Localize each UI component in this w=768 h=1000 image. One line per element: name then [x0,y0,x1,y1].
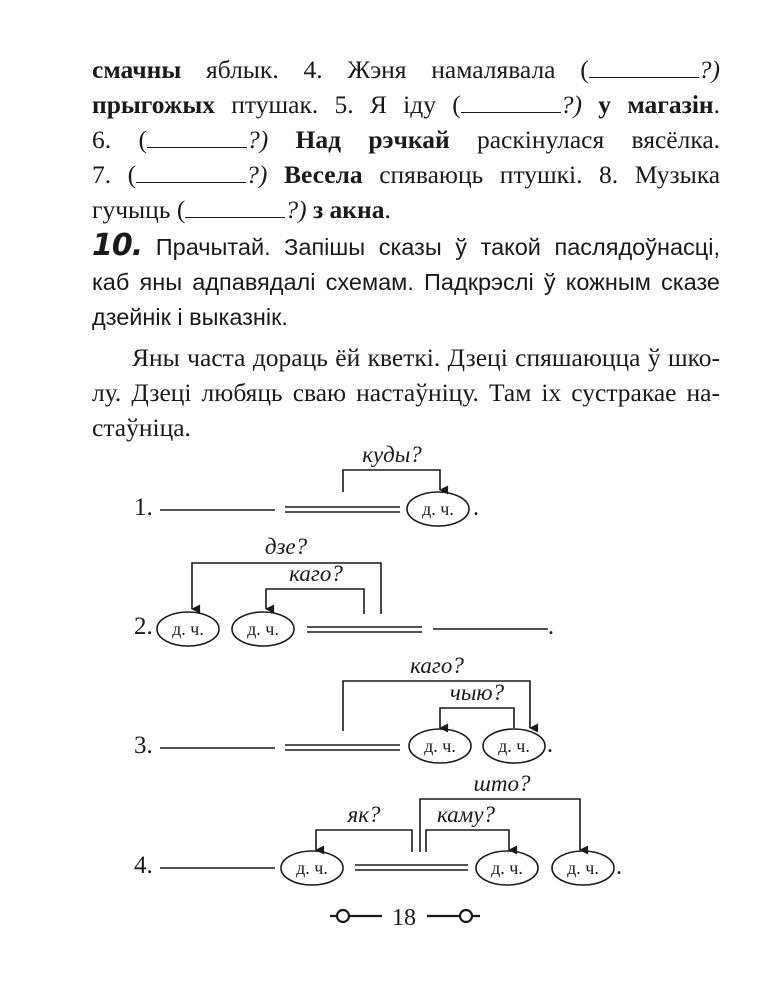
punctuation: . [547,732,553,758]
answer-blank[interactable] [146,127,247,148]
page-number: 18 [392,905,416,931]
question-label: чыю? [450,680,505,705]
answer-blank[interactable] [136,162,247,183]
question-arrow [439,707,515,733]
instruction-text: дзейнік і выказнік. [92,304,288,330]
text-line: прыгожых птушак. 5. Я іду (?) у магазін. [92,87,720,122]
answer-blank[interactable] [460,92,561,113]
reading-text: Яны часта дораць ёй кветкі. Дзеці спяшаю… [92,340,720,445]
text-fragment: яблык. 4. Жэня намалявала ( [206,55,589,84]
text-line: Яны часта дораць ёй кветкі. Дзеці спяшаю… [132,343,720,372]
object-oval [482,728,546,764]
text-line: 7. (?) Весела спяваюць птушкі. 8. Музыка [92,157,720,192]
scheme-number: 4. [134,852,153,879]
scheme-4 [160,798,615,886]
exercise-9-continuation: смачны яблык. 4. Жэня намалявала (?) пры… [92,52,720,227]
object-oval [475,850,539,886]
answer-blank[interactable] [185,197,286,218]
oval-label: д. ч. [296,858,328,878]
instruction-text: Прачытай. Запішы сказы ў такой паслядоўн… [155,234,721,260]
question-mark: ?) [698,55,720,84]
oval-label: д. ч. [567,858,599,878]
question-arrow [265,588,365,614]
oval-label: д. ч. [424,736,456,756]
question-arrow [342,680,539,733]
text-line: 10. Прачытай. Запішы сказы ў такой пасля… [92,228,720,265]
text-line: гучыць (?) з акна. [92,192,720,227]
task-10-instruction: 10. Прачытай. Запішы сказы ў такой пасля… [92,228,720,335]
text-fragment: 7. ( [92,160,137,189]
scheme-2 [156,562,548,647]
oval-label: д. ч. [498,736,530,756]
question-mark: ?) [285,195,307,224]
question-arrow [315,829,413,855]
scheme-number: 3. [134,732,153,759]
question-arrow [342,469,449,495]
adverbial-oval [406,491,470,527]
question-label: куды? [362,442,422,467]
question-label: дзе? [265,534,308,559]
text-line: стаўніца. [92,413,191,442]
bold-word: Над рэчкай [295,125,450,154]
footer-circle-left [335,908,351,924]
task-number: 10. [92,228,143,263]
bold-word: Весела [283,160,363,189]
answer-blank[interactable] [588,57,699,78]
adverbial-oval [280,850,344,886]
text-fragment: раскінулася вясёлка. [476,125,721,154]
object-oval [231,611,295,647]
question-label: каго? [289,561,343,586]
question-label: як? [347,802,381,827]
instruction-text: каб яны адпавядалі схемам. Падкрэслі ў к… [92,269,720,295]
scheme-number: 1. [134,494,153,521]
text-fragment: спяваюць птушкі. 8. Музыка [379,160,721,189]
oval-label: д. ч. [172,619,204,639]
scheme-1 [160,469,470,527]
page-number-decoration: 18 [330,905,480,931]
scheme-number: 2. [134,613,153,640]
text-fragment: гучыць ( [92,195,186,224]
bold-word: прыгожых [92,90,215,119]
oval-label: д. ч. [491,858,523,878]
punctuation: . [616,854,622,880]
text-line: лу. Дзеці любяць сваю настаўніцу. Там іх… [92,378,720,407]
text-line: 6. (?) Над рэчкай раскінулася вясёлка. [92,122,720,157]
punctuation: . [384,195,391,224]
question-arrow [191,562,382,614]
question-label: каму? [437,802,496,827]
question-arrow [425,829,518,855]
text-line: смачны яблык. 4. Жэня намалявала (?) [92,52,720,87]
question-label: каго? [410,653,464,678]
punctuation: . [713,90,721,119]
adverbial-oval [156,611,220,647]
oval-label: д. ч. [247,619,279,639]
text-fragment: птушак. 5. Я іду ( [231,90,461,119]
text-fragment: 6. ( [92,125,147,154]
scheme-3 [160,680,546,764]
bold-word: смачны [92,55,182,84]
question-mark: ?) [246,160,268,189]
question-mark: ?) [560,90,583,119]
question-label: што? [474,771,531,796]
footer-circle-right [458,908,474,924]
question-mark: ?) [246,125,269,154]
oval-label: д. ч. [422,499,454,519]
bold-word: з акна [312,195,385,224]
bold-word: у магазін [598,90,714,119]
punctuation: . [473,495,479,521]
punctuation: . [548,614,554,640]
question-arrow [419,798,589,855]
